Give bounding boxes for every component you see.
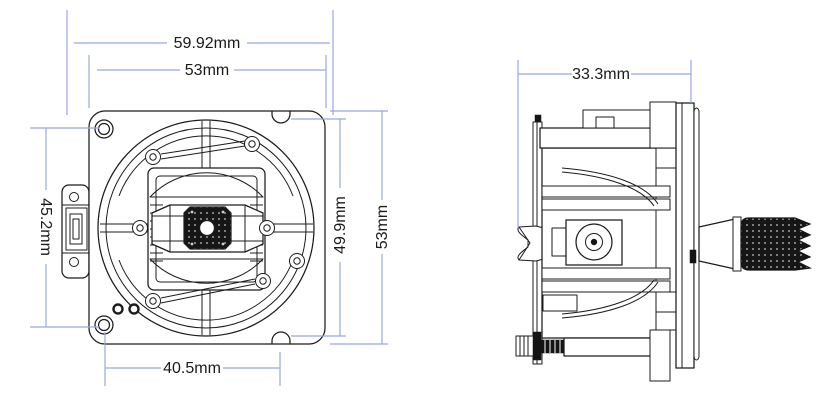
stick-grip-knurled — [740, 217, 813, 271]
adjuster-cylinder — [515, 335, 535, 357]
dimension-label: 53mm — [185, 62, 229, 79]
frame-dome-bottom — [149, 258, 264, 284]
dimension-plate-width: 53mm — [88, 55, 327, 108]
stick-center-hole — [198, 219, 216, 237]
cylinder-ribs — [519, 336, 529, 356]
left-lower-block — [542, 294, 578, 312]
connector-pin — [72, 218, 80, 240]
bearing-inner — [585, 233, 603, 251]
dimension-depth: 33.3mm — [517, 60, 692, 228]
top-block — [582, 109, 653, 129]
washer — [532, 331, 542, 361]
band-upper-1 — [541, 185, 671, 198]
bottom-right-foot — [649, 329, 671, 382]
dimension-outer-width: 59.92mm — [66, 10, 334, 115]
pilot-hole — [128, 303, 140, 315]
base-corner-dot — [221, 242, 225, 246]
dimension-label: 40.5mm — [163, 360, 221, 377]
dimension-plate-height: 53mm — [330, 110, 391, 345]
dimension-label: 49.9mm — [332, 196, 349, 254]
side-view — [515, 101, 813, 382]
front-view — [61, 110, 326, 345]
base-corner-dot — [190, 210, 194, 214]
panel-plate — [675, 102, 695, 369]
dimension-label: 45.2mm — [37, 198, 54, 256]
mount-notch-bottom — [271, 331, 291, 345]
stick-shaft-cone — [698, 218, 736, 270]
dimension-mount-span: 49.9mm — [291, 118, 349, 337]
corner-hole-bottom-left — [94, 315, 114, 335]
top-right-post — [649, 101, 677, 149]
dimension-left-height: 45.2mm — [30, 127, 99, 328]
dimension-label: 33.3mm — [572, 66, 630, 83]
spring-band-bottom — [118, 259, 294, 321]
tab-hole-top — [69, 192, 79, 202]
frame-chord-lines — [150, 196, 263, 260]
band-lower-1 — [541, 267, 671, 280]
housing-right-column — [655, 147, 677, 331]
bearing-axle — [590, 238, 598, 246]
dimension-bottom-span: 40.5mm — [104, 332, 281, 386]
top-block-notch — [595, 116, 615, 129]
frame-dome-top — [149, 172, 264, 198]
dimension-label: 59.92mm — [174, 35, 241, 52]
bearing-outer — [575, 223, 613, 261]
tab-hole-bottom — [69, 257, 79, 267]
mount-notch-top — [271, 110, 291, 124]
grip-collar — [732, 216, 742, 272]
fork-notch — [518, 226, 531, 261]
base-corner-dot — [221, 210, 225, 214]
spring-cam-curves — [561, 167, 659, 319]
tab-split-lines — [62, 204, 89, 254]
band-upper-2 — [541, 198, 671, 211]
panel-plate-edge — [693, 107, 700, 361]
bottom-beam — [563, 337, 653, 357]
frame-screws — [132, 136, 305, 309]
band-lower-2 — [541, 280, 671, 293]
link-bars — [160, 140, 256, 304]
screw-threads — [544, 340, 561, 353]
dimensions: 59.92mm 53mm 45.2mm 49.9mm 53mm 40.5mm 3… — [30, 10, 692, 386]
corner-hole-top-left — [94, 119, 114, 139]
inner-ring — [105, 127, 307, 329]
carriage-rails — [152, 205, 263, 252]
outer-ring — [97, 119, 315, 337]
dimension-label: 53mm — [374, 205, 391, 249]
spring-band-top — [118, 135, 294, 197]
ring-spokes — [100, 121, 313, 335]
base-corner-dot — [190, 242, 194, 246]
pilot-hole — [112, 303, 124, 315]
stick-boot-nub — [689, 249, 697, 264]
